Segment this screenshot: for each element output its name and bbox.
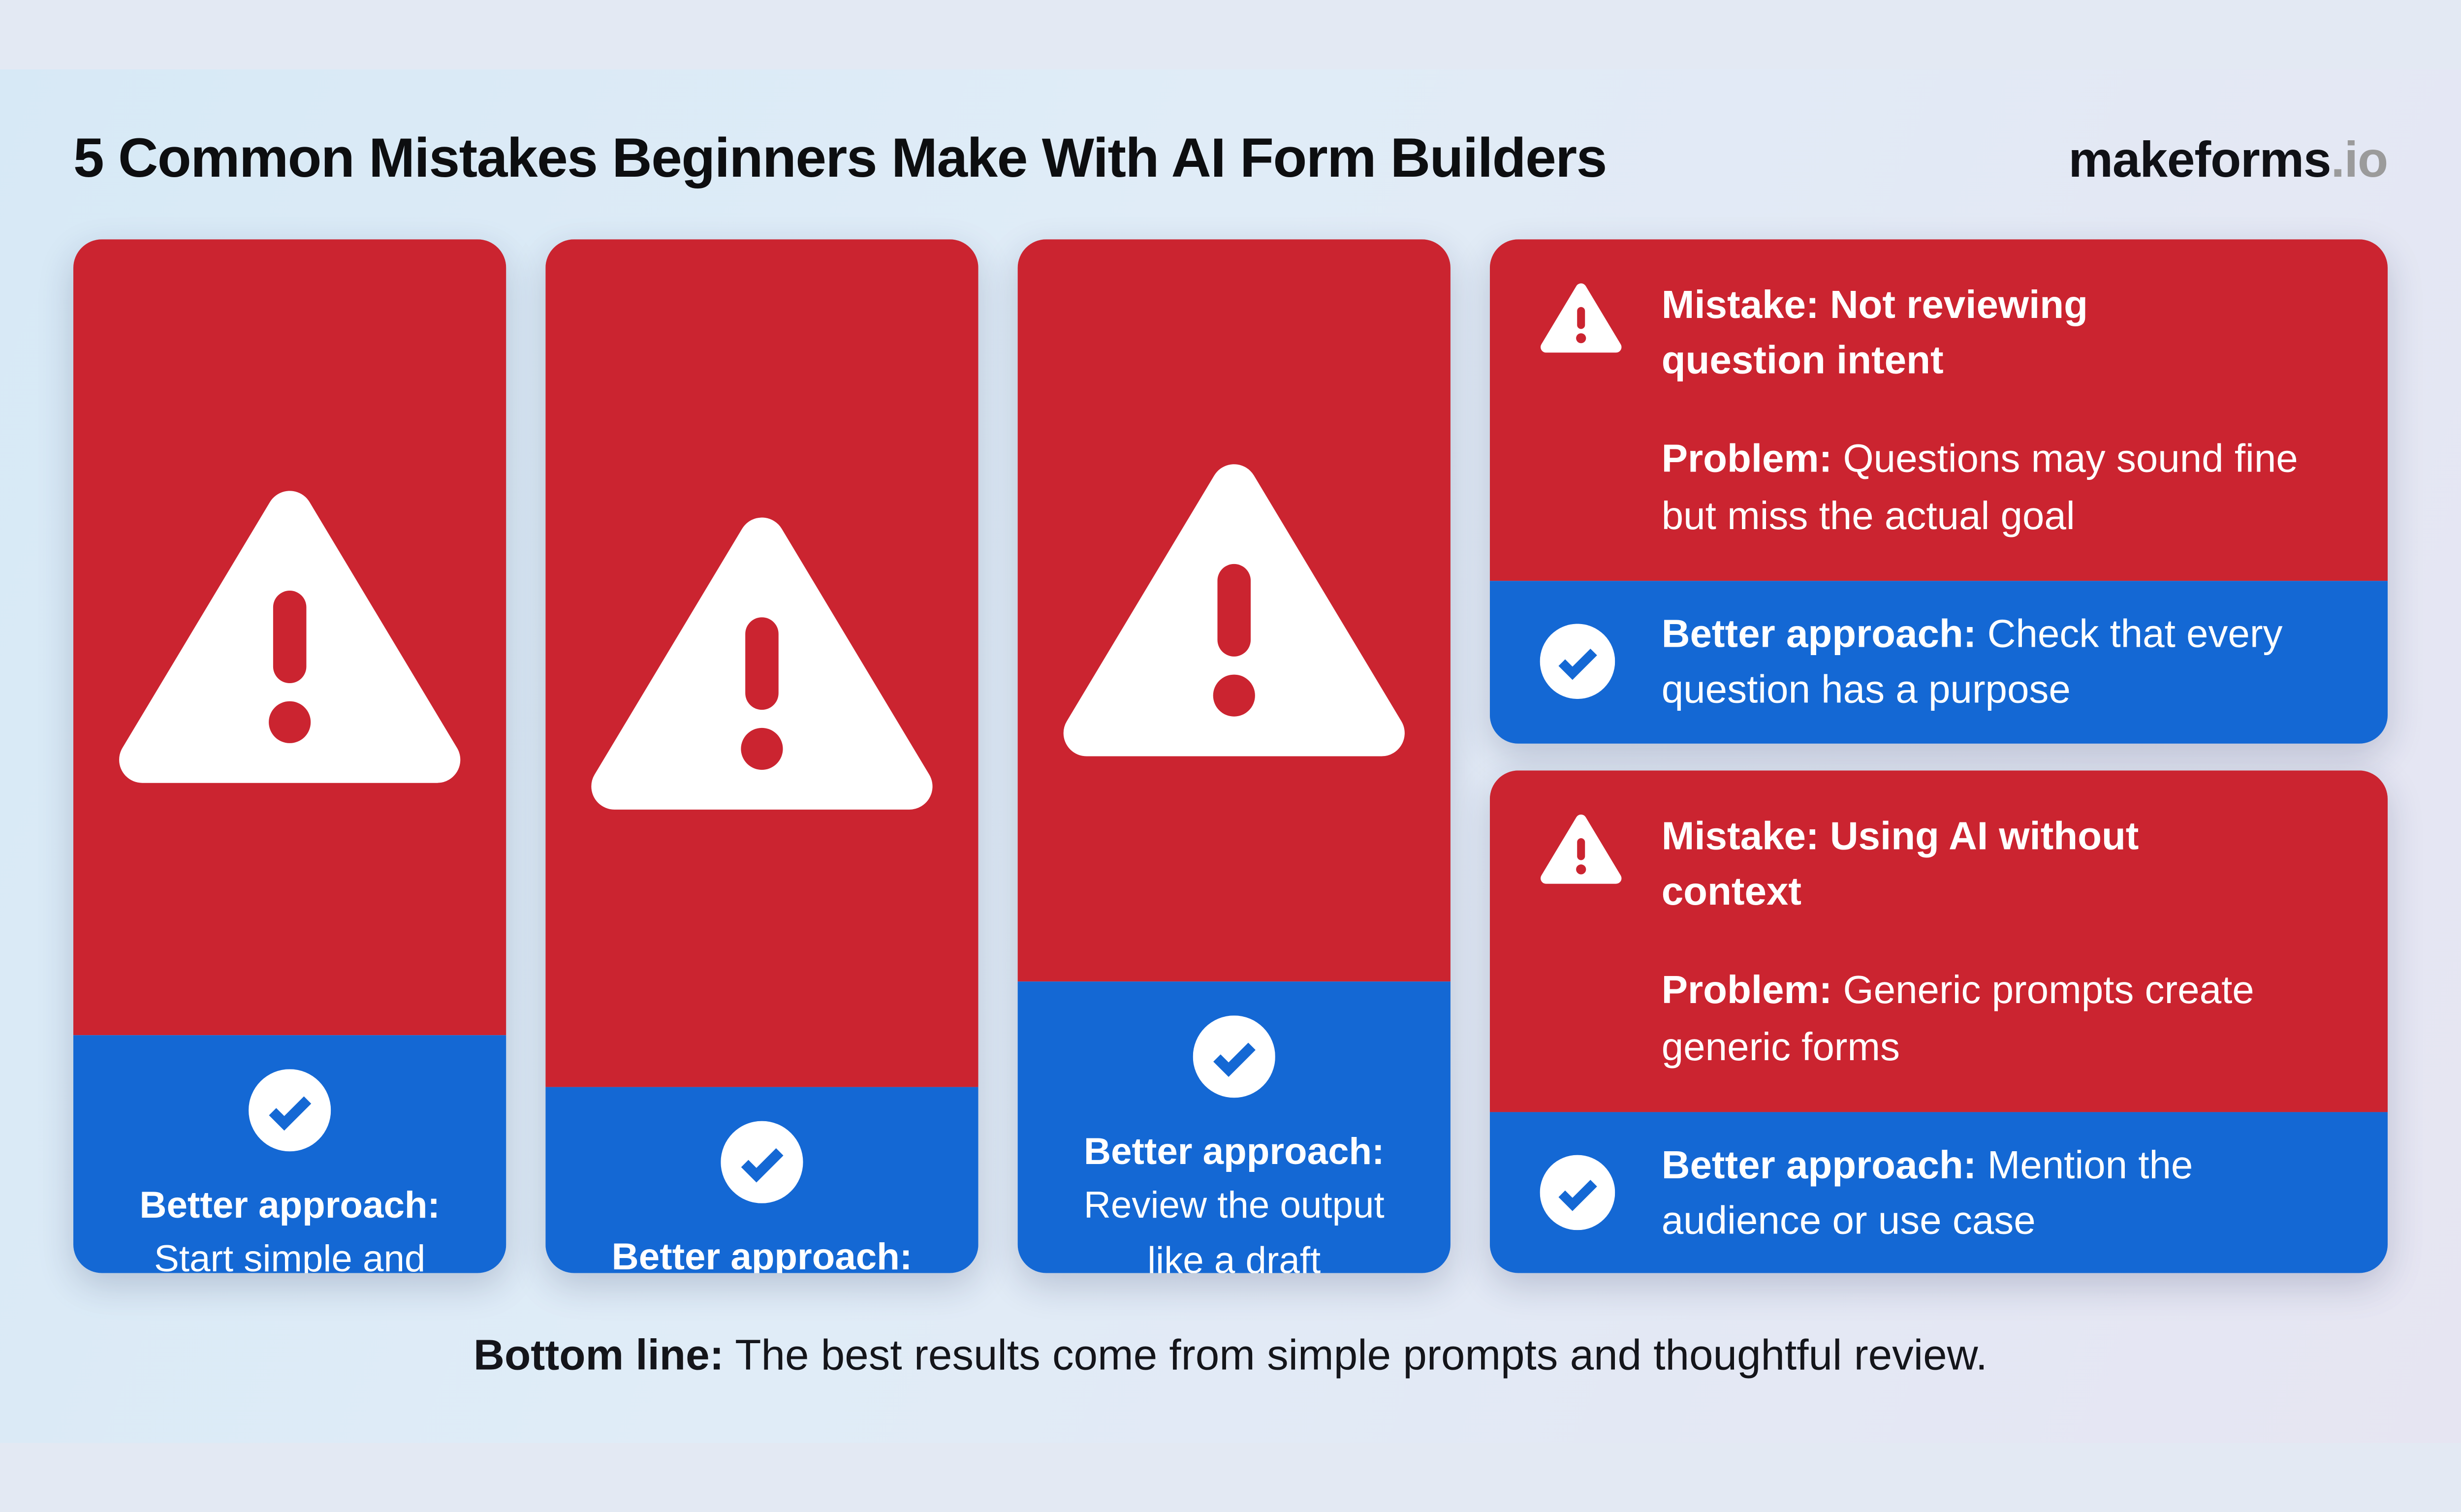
mistake-section: Mistake: Using AI without context Proble… [1489,770,2388,1112]
approach-section: Better approach: Break changes into smal… [545,1087,978,1273]
problem-text: Questions may sound fine but miss the ac… [1661,437,2298,537]
check-circle-icon [721,1121,803,1204]
check-circle-icon [1540,1155,1615,1230]
brand-tld: .io [2331,131,2389,188]
check-circle-icon [249,1068,331,1151]
approach-text: Review the output like a draft [1083,1185,1385,1273]
warning-triangle-icon [1540,812,1622,887]
mistake-heading: Mistake: Using AI without context [1661,813,2139,914]
brand-name: makeforms [2068,131,2331,188]
problem-label: Problem: [1661,968,1832,1013]
bottom-line: Bottom line: The best results come from … [0,1332,2461,1382]
approach-label: Better approach: [1661,1141,1977,1187]
warning-triangle-icon [1540,280,1622,355]
card-ai-without-context: Mistake: Using AI without context Proble… [1489,770,2388,1273]
page-title: 5 Common Mistakes Beginners Make With AI… [73,126,1607,189]
approach-label: Better approach: [1661,611,1977,657]
approach-line: Better approach: Check that every questi… [1662,606,2309,718]
card-question-intent: Mistake: Not reviewing question intent P… [1489,239,2388,744]
cards-row: Mistake: Overprompting Problem: Adding t… [73,239,2388,1273]
approach-text: Check that every question has a purpose [1661,611,2283,712]
approach-text: Start simple and refine later [154,1239,426,1273]
infographic-page: 5 Common Mistakes Beginners Make With AI… [0,69,2461,1443]
header: 5 Common Mistakes Beginners Make With AI… [73,126,2388,191]
approach-section: Better approach: Review the output like … [1017,981,1451,1273]
warning-triangle-icon [116,277,463,997]
brand-logo: makeforms.io [2068,132,2388,189]
card-output-as-final: Mistake: Treating AI output as final Pro… [1017,239,1451,1273]
mistake-section: Mistake: Overprompting Problem: Adding t… [73,239,506,1273]
approach-line: Better approach: Mention the audience or… [1662,1136,2309,1248]
approach-label: Better approach: [1083,1131,1385,1172]
problem-label: Problem: [1661,437,1832,482]
card-everything-at-once: Mistake: Asking for everything at once P… [545,239,978,1273]
right-column: Mistake: Not reviewing question intent P… [1489,239,2388,1273]
warning-triangle-icon [1061,277,1408,944]
mistake-section: Mistake: Treating AI output as final Pro… [1017,239,1451,1273]
approach-section: Better approach: Mention the audience or… [1489,1111,2388,1273]
mistake-text-block: Mistake: Using AI without context Proble… [1662,808,2302,1074]
check-circle-icon [1540,624,1615,700]
card-overprompting: Mistake: Overprompting Problem: Adding t… [73,239,506,1273]
approach-text: Mention the audience or use case [1661,1141,2193,1243]
bottom-line-label: Bottom line: [473,1332,724,1381]
problem-line: Problem: Generic prompts create generic … [1662,963,2302,1074]
problem-line: Problem: Questions may sound fine but mi… [1662,431,2302,543]
problem-text: Generic prompts create generic forms [1661,968,2254,1069]
mistake-text-block: Mistake: Not reviewing question intent P… [1662,277,2302,543]
mistake-section: Mistake: Asking for everything at once P… [545,239,978,1273]
approach-label: Better approach: [611,1238,913,1273]
approach-section: Better approach: Start simple and refine… [73,1034,506,1273]
approach-section: Better approach: Check that every questi… [1489,580,2388,744]
check-circle-icon [1193,1015,1275,1098]
approach-label: Better approach: [139,1184,440,1226]
mistake-section: Mistake: Not reviewing question intent P… [1489,239,2388,581]
warning-triangle-icon [588,277,935,1050]
mistake-heading: Mistake: Not reviewing question intent [1661,282,2088,383]
bottom-line-text: The best results come from simple prompt… [724,1332,1988,1381]
